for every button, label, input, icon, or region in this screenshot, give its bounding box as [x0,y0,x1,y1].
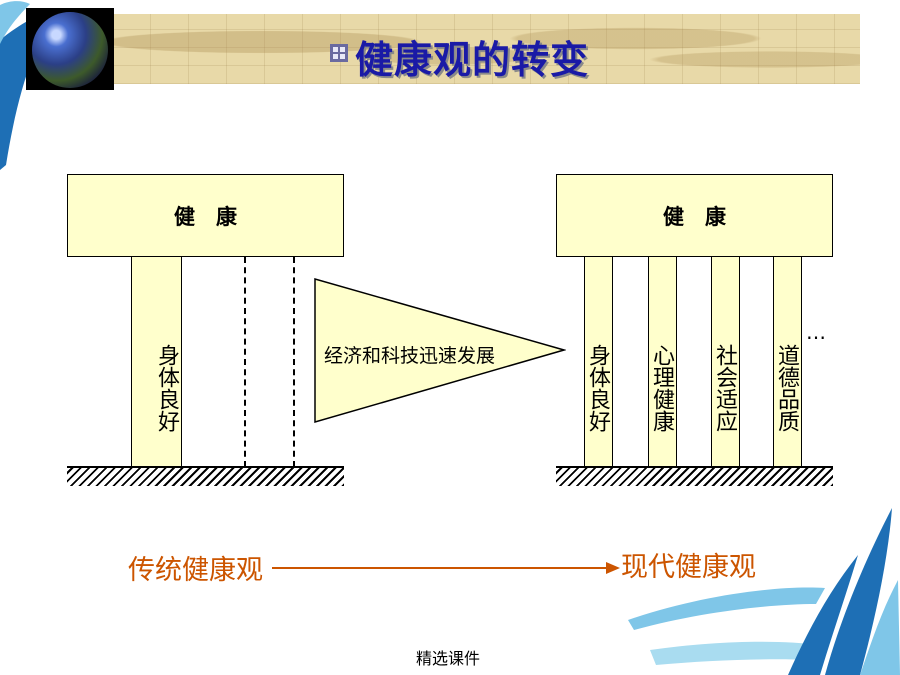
right-pillar-social: 社会适应 [711,256,740,468]
right-pillar-mental: 心理健康 [648,256,677,468]
transition-arrow [272,562,620,574]
left-dashed-line-1 [244,257,246,467]
right-pillar-label: 社会适应 [712,344,737,432]
development-arrow [314,278,566,423]
footer-text: 精选课件 [416,649,481,668]
traditional-health-view: 传统健康观 [128,555,263,586]
arrow-label: 经济和科技迅速发展 [324,345,496,367]
right-pillar-label: 心理健康 [649,344,674,432]
right-swoosh-decoration [628,508,900,675]
bullet-square-icon [330,44,348,62]
page-title: 健康观的转变 [355,38,590,82]
right-roof-box: 健 康 [556,174,833,257]
right-ground-hatch [556,466,833,486]
left-roof-label: 健 康 [174,204,237,229]
right-pillar-label: 身体良好 [585,344,610,432]
left-ground-hatch [67,466,344,486]
left-swoosh-decoration [0,1,58,170]
right-roof-label: 健 康 [663,204,726,229]
title-banner [112,14,860,84]
right-pillar-moral: 道德品质 [773,256,802,468]
left-roof-box: 健 康 [67,174,344,257]
left-pillar-label: 身体良好 [154,344,179,432]
modern-health-view: 现代健康观 [621,552,756,583]
globe-icon [32,12,108,88]
right-pillar-label: 道德品质 [774,344,799,432]
left-pillar: 身体良好 [131,256,182,468]
right-pillar-physical: 身体良好 [584,256,613,468]
left-dashed-line-2 [293,257,295,467]
more-ellipsis: … [806,320,826,344]
